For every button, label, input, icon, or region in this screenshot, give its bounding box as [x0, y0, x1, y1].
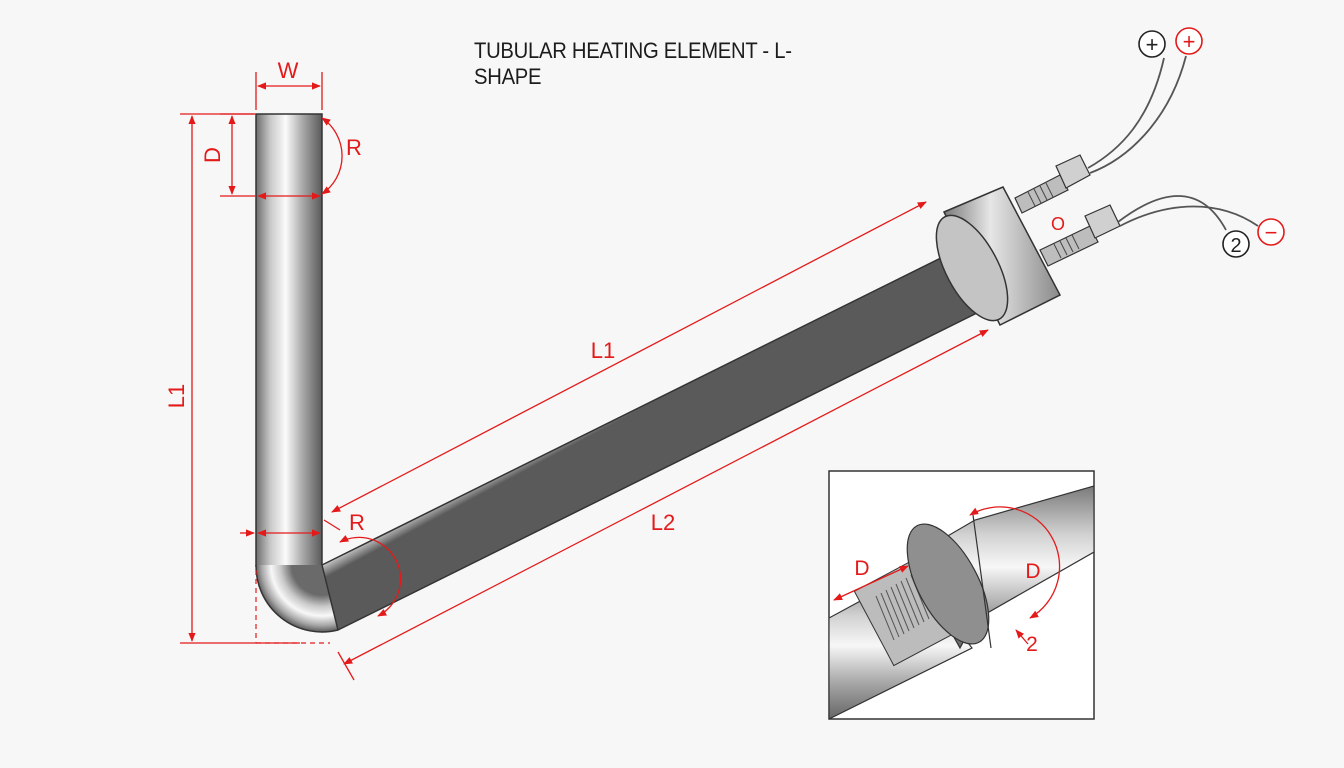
terminal-plus-black: +: [1138, 30, 1166, 58]
dim-label-l2: L2: [651, 510, 675, 535]
detail-label-d-left: D: [854, 557, 869, 580]
dimension-lines: [180, 72, 989, 681]
dim-label-r-top: R: [346, 135, 362, 160]
terminal-number-2: 2: [1222, 230, 1250, 258]
hidden-line: [255, 570, 330, 644]
dim-label-r-bend: R: [349, 510, 365, 535]
terminal-stud-upper: [1014, 55, 1187, 214]
dim-label-l1-vertical: L1: [164, 384, 189, 408]
terminal-stud-lower: [1039, 195, 1259, 267]
terminal-plus-red: +: [1175, 27, 1203, 55]
detail-inset: D D 2: [828, 470, 1095, 720]
tube-vertical-leg: [255, 113, 323, 567]
detail-label-2: 2: [1026, 633, 1038, 656]
dim-label-w: W: [278, 58, 299, 83]
dim-label-d-top: D: [200, 147, 225, 163]
svg-text:+: +: [1183, 29, 1196, 54]
dim-label-l1-diagonal: L1: [591, 338, 615, 363]
tube-bend: [255, 564, 339, 633]
svg-text:−: −: [1265, 220, 1278, 245]
terminal-minus-red: −: [1257, 218, 1285, 246]
svg-text:2: 2: [1230, 235, 1241, 257]
detail-label-d-right: D: [1025, 560, 1040, 583]
terminal-mark-o: O: [1051, 214, 1065, 234]
svg-text:+: +: [1146, 32, 1159, 57]
diagram-title: TUBULAR HEATING ELEMENT - L-SHAPE: [474, 38, 792, 89]
terminal-head: [935, 186, 1062, 327]
